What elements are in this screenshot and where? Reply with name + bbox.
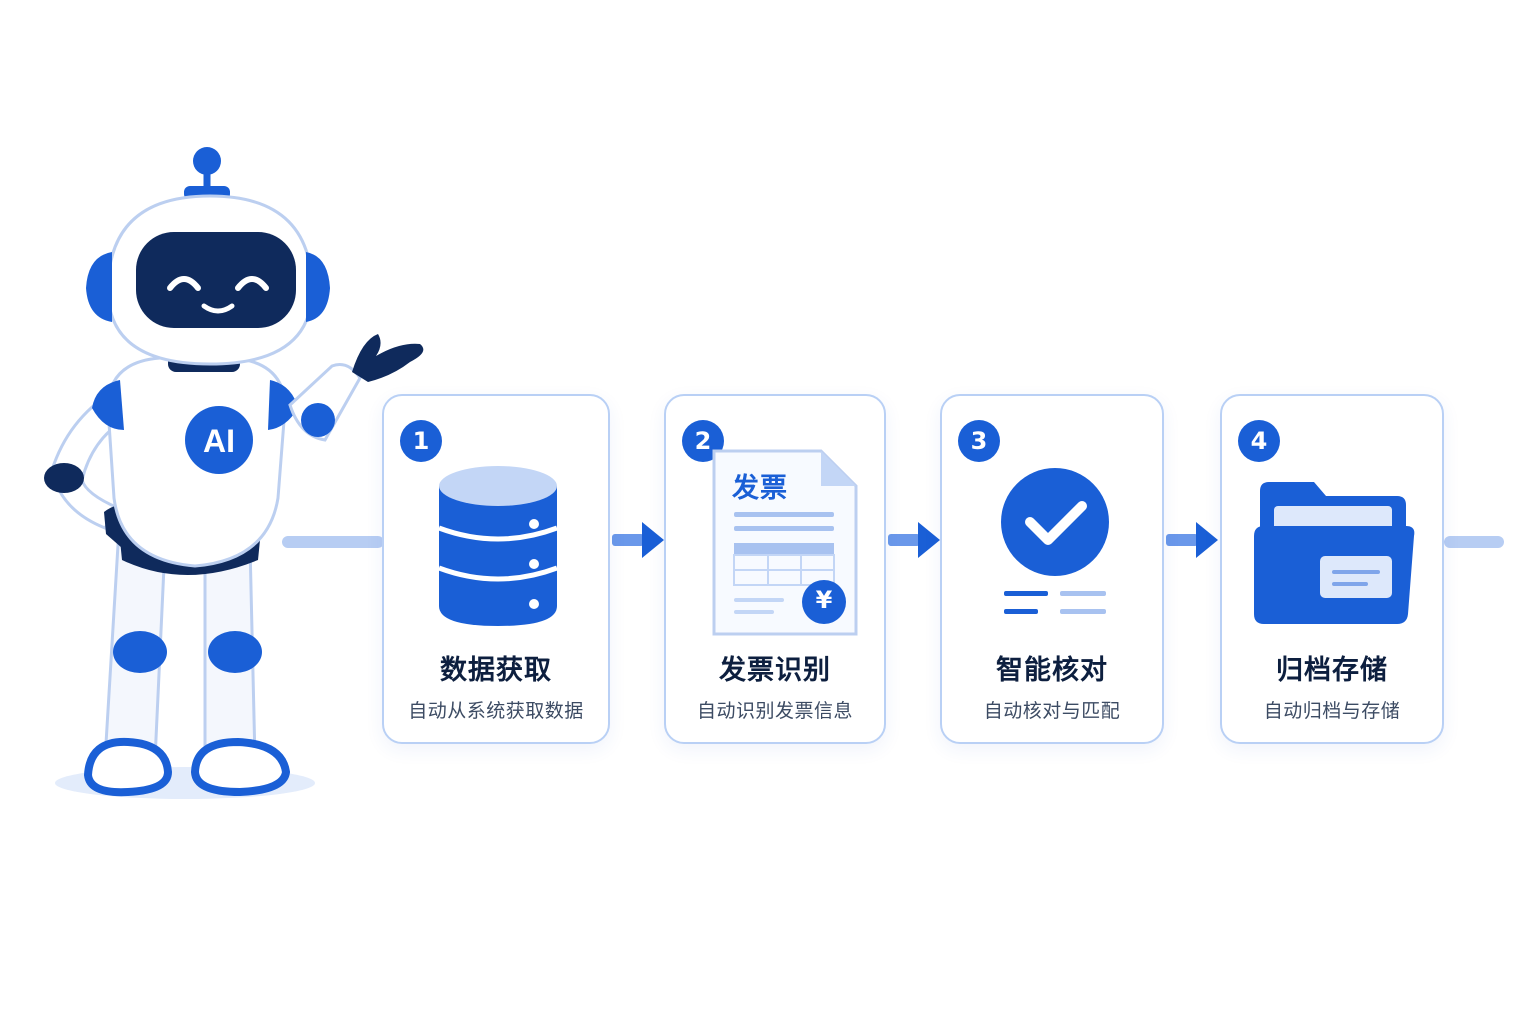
step-number-badge: 1 [400,420,442,462]
step-card-invoice-recognition: 2 发票 ¥ 发票识别 自动识别发票信息 [664,394,886,744]
step-title: 智能核对 [996,655,1108,686]
ai-robot-mascot: AI [44,147,424,799]
robot-ai-badge [185,406,253,474]
robot-left-foot [83,737,173,797]
check-circle-icon [1001,468,1109,614]
step-card-smart-verification: 3 智能核对 自动核对与匹配 [940,394,1164,744]
step-number-badge: 2 [682,420,724,462]
yuan-symbol: ¥ [815,586,833,614]
robot-antenna-ball [193,147,221,175]
step-subtitle: 自动识别发票信息 [696,700,853,722]
robot-right-ear [306,252,330,322]
robot-face-screen [136,232,296,328]
invoice-doc-label: 发票 [732,473,788,504]
invoice-document-icon [712,449,858,636]
step-number-badge: 3 [958,420,1000,462]
step-card-data-acquisition: 1 数据获取 自动从系统获取数据 [382,394,610,744]
step-title: 归档存储 [1276,655,1388,686]
flow-line-left [282,536,384,548]
robot-right-hand [352,334,424,382]
step-subtitle: 自动归档与存储 [1263,700,1401,722]
arrow-right-icon [888,522,940,558]
step-card-archive-storage: 4 归档存储 自动归档与存储 [1220,394,1444,744]
robot-right-foot [190,737,291,797]
step-title: 发票识别 [719,655,831,686]
arrow-right-icon [1166,522,1218,558]
step-title: 数据获取 [440,655,552,686]
robot-ai-label: AI [203,423,235,459]
robot-left-ear [86,252,112,322]
step-number-badge: 4 [1238,420,1280,462]
arrow-right-icon [612,522,664,558]
folder-icon [1254,482,1415,624]
step-subtitle: 自动从系统获取数据 [408,700,584,722]
flow-line-right [1444,536,1504,548]
step-subtitle: 自动核对与匹配 [983,700,1121,722]
database-icon [438,466,558,626]
